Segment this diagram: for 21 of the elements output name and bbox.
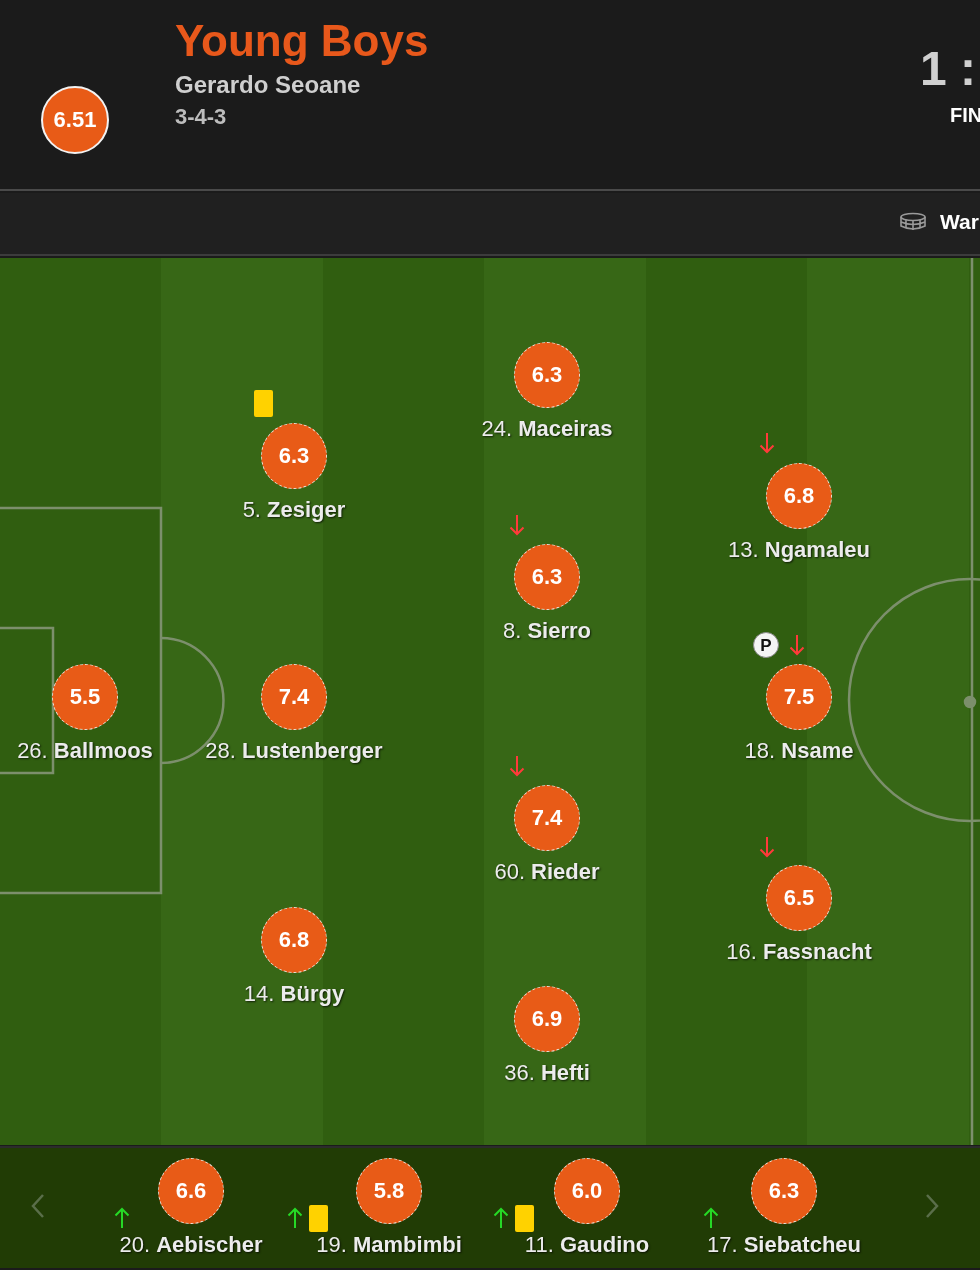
venue-text: War [940,211,979,232]
player-name: 16. Fassnacht [726,939,872,965]
player-name: 8. Sierro [502,618,592,644]
player-name: 18. Nsame [744,738,854,764]
player-name: 19. Mambimbi [316,1232,462,1258]
player-name: 17. Siebatcheu [706,1232,862,1258]
player-name: 13. Ngamaleu [728,537,870,563]
player-name: 5. Zesiger [242,497,346,523]
coach-name: Gerardo Seoane [175,73,361,97]
player-name: 14. Bürgy [243,981,345,1007]
team-name: Young Boys [175,19,429,63]
player-name: 20. Aebischer [119,1232,263,1258]
player-name: 28. Lustenberger [205,738,383,764]
player-name: 11. Gaudino [524,1232,650,1258]
player-name: 24. Maceiras [481,416,613,442]
score-text: 1 : [920,45,976,93]
player-name: 26. Ballmoos [17,738,153,764]
match-status: FIN [950,105,980,125]
player-name: 36. Hefti [504,1060,590,1086]
formation-text: 3-4-3 [175,106,227,128]
player-name: 60. Rieder [494,859,600,885]
